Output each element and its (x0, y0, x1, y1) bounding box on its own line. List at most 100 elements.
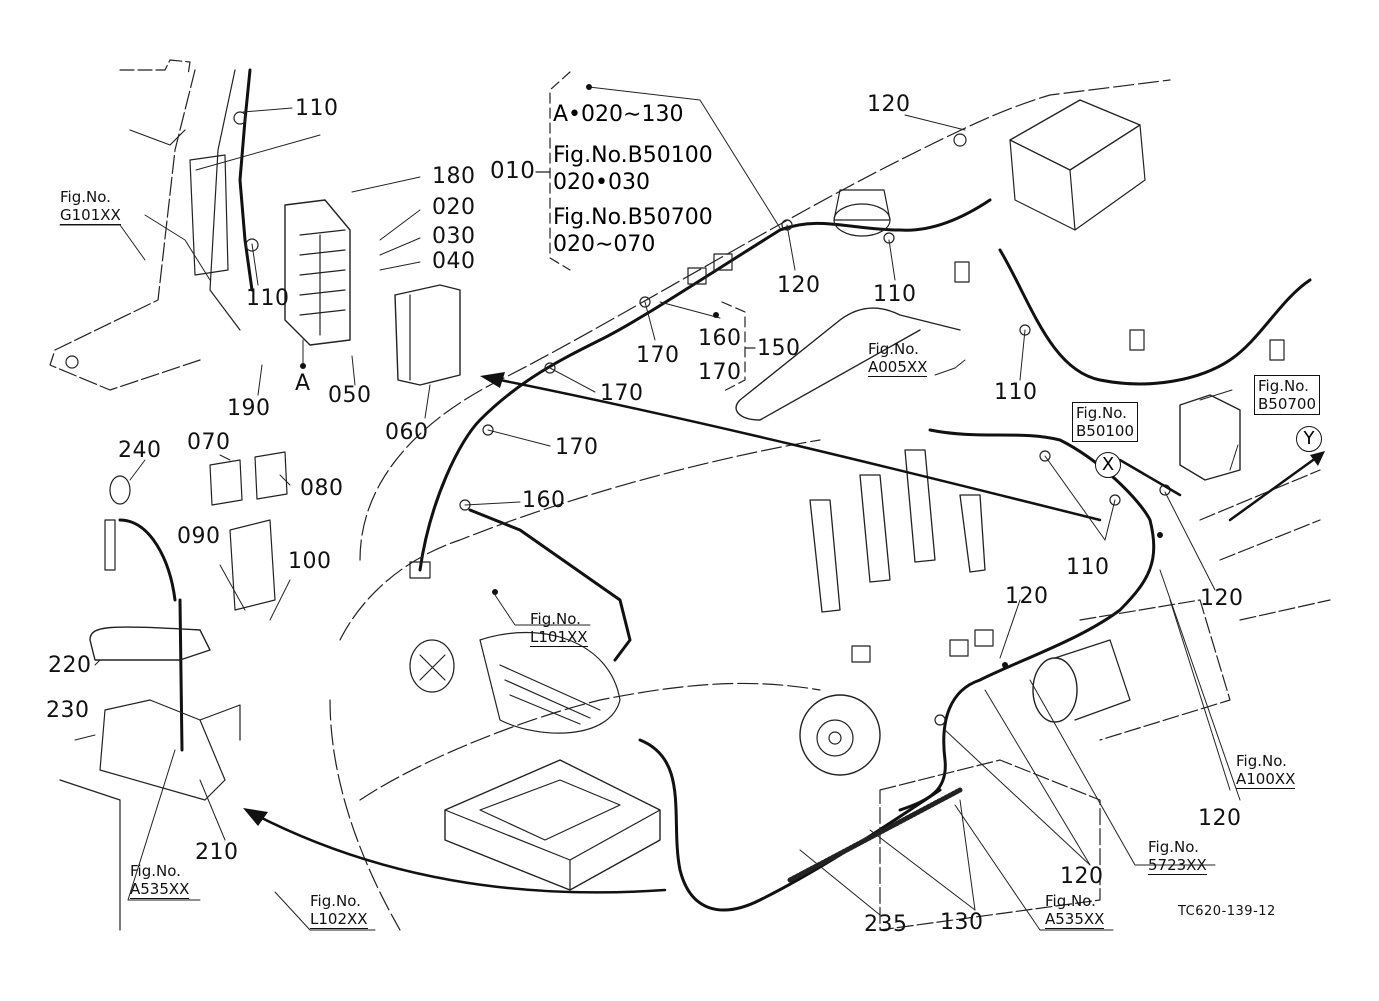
fig-ref-code: L102XX (310, 910, 368, 929)
part-label-120: 120 (867, 92, 911, 117)
part-label-170: 170 (636, 343, 680, 368)
callout-010-bracket (549, 71, 571, 271)
arrow-to-ground-bracket (248, 810, 667, 894)
harness-wire-engine-lower (898, 428, 1156, 812)
fuse-box (284, 199, 351, 346)
part-label-110: 110 (246, 286, 290, 311)
harness-wire-main (418, 198, 992, 572)
fig-ref-code: A535XX (130, 880, 190, 899)
part-label-240: 240 (118, 438, 162, 463)
connector-marker-y: Y (1296, 426, 1322, 452)
part-label-210: 210 (195, 840, 239, 865)
clip-240 (109, 475, 131, 505)
fig-ref-prefix: Fig.No. (1148, 838, 1199, 856)
part-label-160: 160 (522, 488, 566, 513)
part-label-040: 040 (432, 249, 476, 274)
part-label-170: 170 (555, 435, 599, 460)
callout-150-bracket (721, 301, 746, 393)
fig-ref-code: A100XX (1236, 770, 1296, 789)
part-label-230: 230 (46, 698, 90, 723)
part-label-180: 180 (432, 164, 476, 189)
battery-terminal-bracket (59, 626, 241, 931)
radiator-cap (833, 189, 891, 237)
callout-150-number: 150 (757, 336, 801, 361)
fig-ref-code: A005XX (868, 358, 928, 377)
arrow-from-x (1118, 458, 1182, 497)
callout-150-line-2: 170 (698, 360, 742, 385)
part-label-120: 120 (777, 273, 821, 298)
hood-panel (735, 307, 961, 421)
part-label-190: 190 (227, 396, 271, 421)
battery (444, 759, 661, 891)
callout-010-line-5: 020∼070 (553, 232, 656, 257)
fig-ref-A535XX[interactable]: Fig.No. A535XX (130, 862, 190, 899)
harness-wire-ground (118, 518, 184, 752)
part-label-120: 120 (1060, 864, 1104, 889)
part-label-120: 120 (1200, 586, 1244, 611)
fig-ref-prefix: Fig.No. (1045, 892, 1096, 910)
part-label-235: 235 (864, 912, 908, 937)
part-label-090: 090 (177, 524, 221, 549)
fig-ref-code: 5723XX (1148, 856, 1207, 875)
connector-marker-x: X (1095, 452, 1121, 478)
fig-ref-code: A535XX (1045, 910, 1105, 929)
fig-ref-prefix: Fig.No. (868, 340, 919, 358)
harness-wire-left-vertical (238, 68, 254, 292)
fig-ref-code: B50700 (1258, 395, 1317, 413)
fig-ref-A005XX[interactable]: Fig.No. A005XX (868, 340, 928, 377)
drawing-reference-code: TC620-139-12 (1178, 904, 1276, 919)
callout-010-number: 010 (490, 158, 536, 184)
fig-ref-prefix: Fig.No. (1076, 404, 1127, 422)
harness-connectors (409, 253, 1285, 663)
starter-motor (1032, 639, 1131, 723)
fig-ref-prefix: Fig.No. (1258, 377, 1309, 395)
fig-ref-code: B50100 (1076, 422, 1135, 440)
arrow-to-fusebox (488, 376, 1102, 522)
fig-ref-A100XX[interactable]: Fig.No. A100XX (1236, 752, 1296, 789)
part-label-020: 020 (432, 195, 476, 220)
fig-ref-L101XX[interactable]: Fig.No. L101XX (530, 610, 588, 647)
part-label-110: 110 (295, 96, 339, 121)
part-label-060: 060 (385, 420, 429, 445)
fig-ref-5723XX[interactable]: Fig.No. 5723XX (1148, 838, 1207, 875)
relay-cover (394, 284, 461, 386)
fig-ref-A535XX[interactable]: Fig.No. A535XX (1045, 892, 1105, 929)
callout-010-line-2: Fig.No.B50100 (553, 143, 713, 168)
leader-lines (59, 86, 1241, 931)
callout-010-line-4: Fig.No.B50700 (553, 205, 713, 230)
fig-ref-prefix: Fig.No. (130, 862, 181, 880)
part-label-030: 030 (432, 224, 476, 249)
part-label-220: 220 (48, 653, 92, 678)
front-grille (409, 631, 621, 734)
fig-ref-B50700[interactable]: Fig.No. B50700 (1254, 375, 1321, 415)
slow-blow-fuse-holder (209, 451, 288, 611)
fuel-injectors (809, 449, 986, 613)
fig-ref-prefix: Fig.No. (310, 892, 361, 910)
part-label-170: 170 (600, 381, 644, 406)
part-label-100: 100 (288, 549, 332, 574)
callout-010-line-3: 020•030 (553, 170, 650, 195)
wire-clips (233, 111, 1171, 726)
fig-ref-code: G101XX (60, 206, 121, 225)
part-label-080: 080 (300, 476, 344, 501)
engine-block (879, 469, 1331, 931)
fig-ref-L102XX[interactable]: Fig.No. L102XX (310, 892, 368, 929)
part-label-110: 110 (873, 282, 917, 307)
ecu-module (1009, 99, 1146, 231)
part-label-110: 110 (994, 380, 1038, 405)
part-label-050: 050 (328, 383, 372, 408)
fuse-box-bracket (49, 59, 241, 391)
fig-ref-prefix: Fig.No. (1236, 752, 1287, 770)
part-label-110: 110 (1066, 555, 1110, 580)
fig-ref-prefix: Fig.No. (530, 610, 581, 628)
alternator (799, 694, 881, 776)
fig-ref-B50100[interactable]: Fig.No. B50100 (1072, 402, 1139, 442)
callout-010-line-1: A•020∼130 (553, 102, 684, 127)
fig-ref-prefix: Fig.No. (60, 188, 111, 206)
reference-arrows (248, 376, 1322, 894)
fig-ref-G101XX[interactable]: Fig.No. G101XX (60, 188, 121, 225)
part-label-130: 130 (940, 910, 984, 935)
harness-wire-engine (998, 248, 1312, 386)
part-label-A: A (295, 371, 311, 396)
